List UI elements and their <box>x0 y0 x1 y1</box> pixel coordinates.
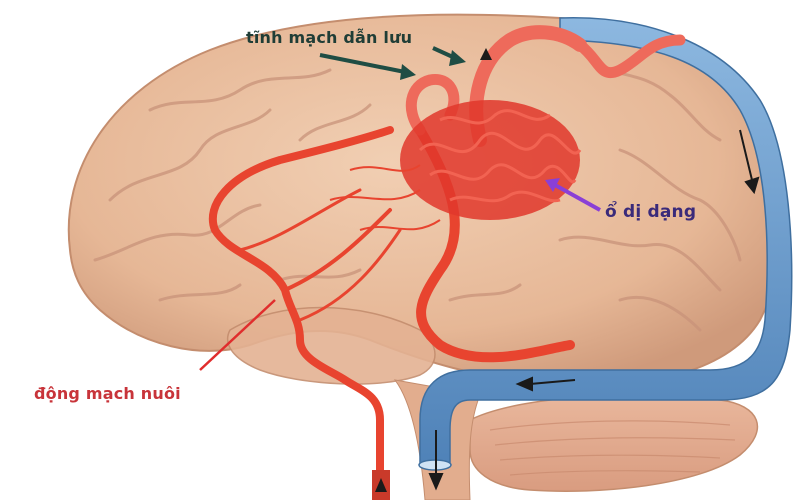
nidus <box>329 100 582 231</box>
label-arrows <box>199 46 601 371</box>
venous-sinus <box>418 17 793 491</box>
draining-vein-label: tĩnh mạch dẫn lưu <box>246 28 413 47</box>
cerebellum <box>469 394 759 492</box>
feeding-artery-label: động mạch nuôi <box>34 384 181 403</box>
nidus-label: ổ dị dạng <box>605 202 697 222</box>
